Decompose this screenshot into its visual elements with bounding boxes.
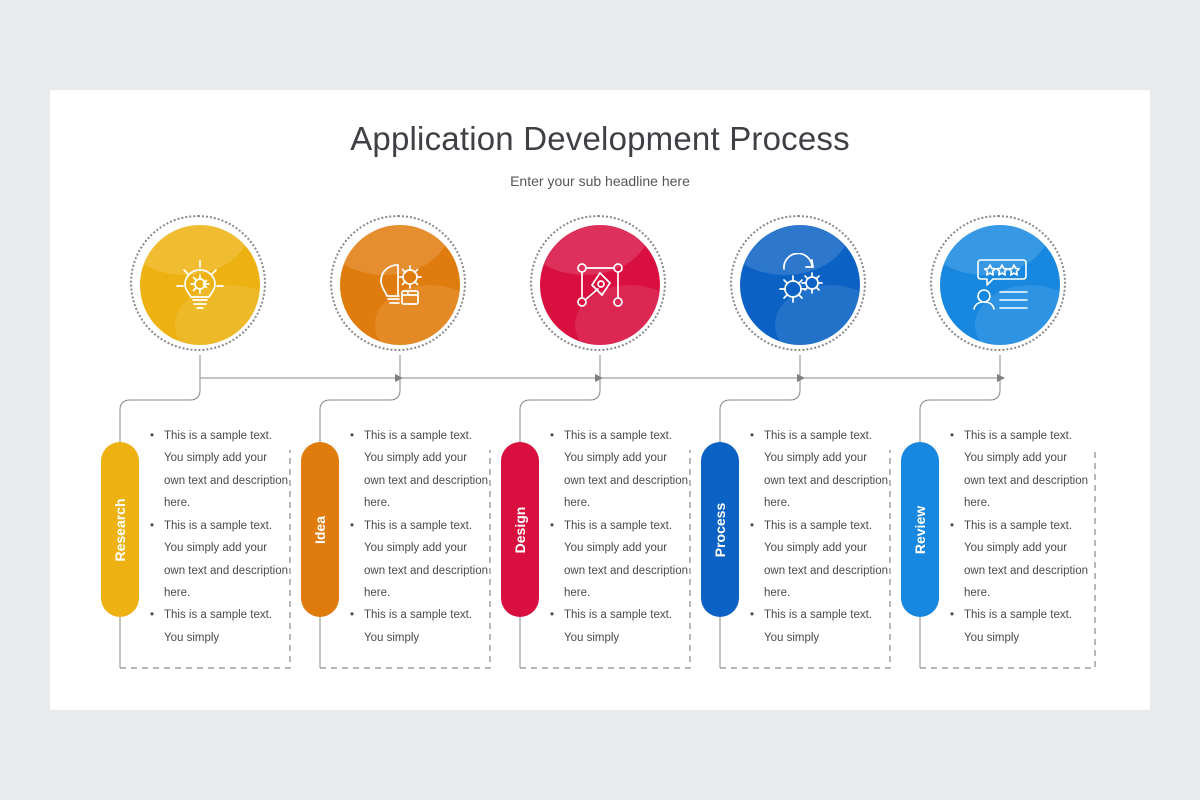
- list-item: This is a sample text. You simply add yo…: [764, 425, 890, 515]
- page-title: Application Development Process: [350, 120, 850, 157]
- dotted-ring: [930, 215, 1066, 351]
- list-item: This is a sample text. You simply add yo…: [564, 515, 690, 605]
- list-item: This is a sample text. You simply add yo…: [364, 425, 490, 515]
- list-item: This is a sample text. You simply add yo…: [564, 425, 690, 515]
- list-item: This is a sample text. You simply add yo…: [364, 515, 490, 605]
- step-text-process: This is a sample text. You simply add yo…: [750, 425, 890, 649]
- bulb-gear-box-icon: [380, 264, 422, 305]
- step-node-review[interactable]: [930, 215, 1070, 355]
- step-circle: [340, 225, 460, 345]
- step-node-idea[interactable]: [330, 215, 470, 355]
- step-pill-research[interactable]: Research: [101, 442, 139, 617]
- step-pill-label: Research: [112, 497, 128, 562]
- list-item: This is a sample text. You simply add yo…: [964, 515, 1090, 605]
- list-item: This is a sample text. You simply add yo…: [764, 515, 890, 605]
- dotted-ring: [130, 215, 266, 351]
- page-subtitle: Enter your sub headline here: [510, 173, 690, 189]
- pen-tool-icon: [577, 263, 623, 307]
- list-item: This is a sample text. You simply: [564, 604, 690, 649]
- step-pill-label: Idea: [312, 515, 328, 544]
- step-circle: [740, 225, 860, 345]
- dotted-ring: [330, 215, 466, 351]
- gears-refresh-icon: [779, 253, 823, 303]
- step-node-research[interactable]: [130, 215, 270, 355]
- step-pill-process[interactable]: Process: [701, 442, 739, 617]
- step-pill-idea[interactable]: Idea: [301, 442, 339, 617]
- step-node-process[interactable]: [730, 215, 870, 355]
- step-node-design[interactable]: [530, 215, 670, 355]
- list-item: This is a sample text. You simply: [764, 604, 890, 649]
- list-item: This is a sample text. You simply: [364, 604, 490, 649]
- step-pill-design[interactable]: Design: [501, 442, 539, 617]
- list-item: This is a sample text. You simply: [164, 604, 290, 649]
- step-circle: [540, 225, 660, 345]
- step-pill-label: Process: [712, 502, 728, 557]
- dotted-ring: [730, 215, 866, 351]
- step-pill-label: Design: [512, 506, 528, 553]
- step-pill-review[interactable]: Review: [901, 442, 939, 617]
- dotted-ring: [530, 215, 666, 351]
- list-item: This is a sample text. You simply: [964, 604, 1090, 649]
- list-item: This is a sample text. You simply add yo…: [964, 425, 1090, 515]
- review-stars-icon: [973, 259, 1028, 310]
- step-circle: [140, 225, 260, 345]
- step-text-design: This is a sample text. You simply add yo…: [550, 425, 690, 649]
- slide-canvas: Application Development Process Enter yo…: [50, 90, 1150, 710]
- list-item: This is a sample text. You simply add yo…: [164, 515, 290, 605]
- step-pill-label: Review: [912, 505, 928, 554]
- step-text-research: This is a sample text. You simply add yo…: [150, 425, 290, 649]
- lightbulb-gear-icon: [176, 260, 224, 309]
- step-text-review: This is a sample text. You simply add yo…: [950, 425, 1090, 649]
- step-text-idea: This is a sample text. You simply add yo…: [350, 425, 490, 649]
- list-item: This is a sample text. You simply add yo…: [164, 425, 290, 515]
- step-circle: [940, 225, 1060, 345]
